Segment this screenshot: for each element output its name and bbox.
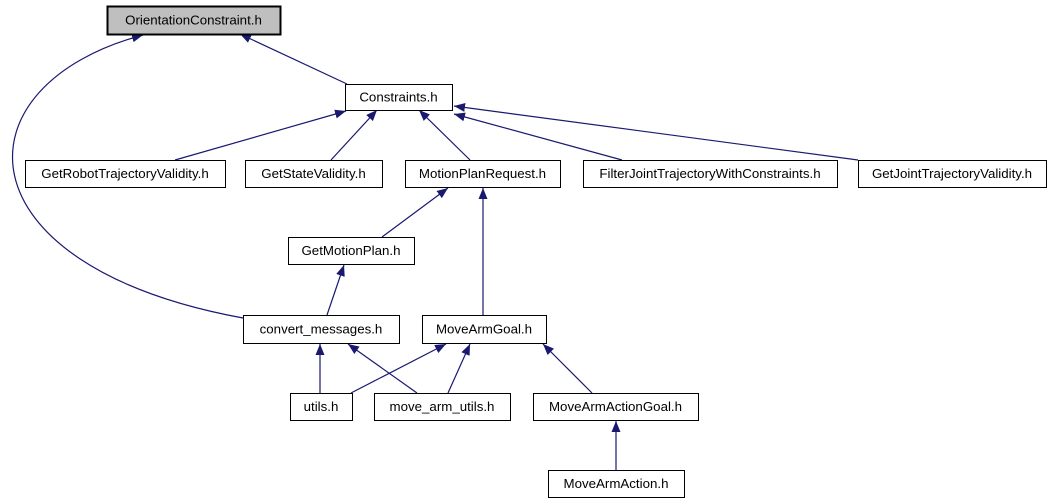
node-box[interactable]	[422, 315, 547, 344]
edge-move-arm-utils-h-to-movearmgoal-h	[447, 343, 471, 394]
node-label: MoveArmGoal.h	[436, 322, 532, 337]
node-box[interactable]	[533, 393, 699, 421]
node-movearmgoal-h[interactable]: MoveArmGoal.h	[422, 315, 547, 344]
node-convert-messages-h[interactable]: convert_messages.h	[243, 315, 400, 344]
edge-convert-messages-h-to-orientationconstraint-h	[12, 33, 244, 319]
node-label: FilterJointTrajectoryWithConstraints.h	[599, 166, 820, 181]
edge-constraints-h-to-orientationconstraint-h	[239, 33, 348, 85]
edge-convert-messages-h-to-getmotionplan-h	[326, 264, 345, 316]
node-label: GetJointTrajectoryValidity.h	[872, 166, 1032, 181]
node-label: utils.h	[304, 399, 339, 414]
node-getstatevalidity-h[interactable]: GetStateValidity.h	[245, 160, 383, 188]
edge-movearmactiongoal-h-to-movearmgoal-h	[542, 343, 593, 394]
node-move-arm-utils-h[interactable]: move_arm_utils.h	[374, 393, 511, 421]
edge-getrobottrajectoryvalidity-h-to-constraints-h	[174, 109, 347, 161]
node-label: MoveArmAction.h	[564, 476, 669, 491]
node-box[interactable]	[548, 470, 685, 498]
edge-filterjointtrajectorywithconstraints-h-to-constraints-h	[453, 112, 623, 161]
node-label: move_arm_utils.h	[390, 399, 495, 414]
node-box[interactable]	[288, 237, 415, 265]
node-box[interactable]	[345, 84, 453, 111]
node-constraints-h[interactable]: Constraints.h	[345, 84, 453, 111]
node-box[interactable]	[405, 160, 561, 188]
node-box[interactable]	[374, 393, 511, 421]
nodes-layer: OrientationConstraint.hConstraints.hGetR…	[25, 5, 1047, 498]
edge-getstatevalidity-h-to-constraints-h	[330, 109, 378, 161]
edge-move-arm-utils-h-to-convert-messages-h	[347, 343, 418, 394]
node-box[interactable]	[245, 160, 383, 188]
node-getmotionplan-h[interactable]: GetMotionPlan.h	[288, 237, 415, 265]
edge-getjointtrajectoryvalidity-h-to-constraints-h	[453, 102, 859, 161]
node-box	[106, 5, 282, 36]
edges-layer	[12, 33, 859, 470]
node-box[interactable]	[290, 393, 353, 421]
node-box[interactable]	[25, 160, 226, 188]
edge-motionplanrequest-h-to-constraints-h	[418, 109, 471, 161]
node-movearmactiongoal-h[interactable]: MoveArmActionGoal.h	[533, 393, 699, 421]
node-movearmaction-h[interactable]: MoveArmAction.h	[548, 470, 685, 498]
node-label: convert_messages.h	[260, 322, 383, 337]
node-box[interactable]	[583, 160, 838, 188]
edge-utils-h-to-movearmgoal-h	[350, 343, 447, 394]
node-orientationconstraint-h: OrientationConstraint.h	[106, 5, 282, 36]
node-label: Constraints.h	[359, 90, 437, 105]
node-label: OrientationConstraint.h	[125, 13, 262, 28]
node-label: GetRobotTrajectoryValidity.h	[41, 166, 209, 181]
node-box[interactable]	[243, 315, 400, 344]
node-label: MoveArmActionGoal.h	[549, 399, 682, 414]
node-box[interactable]	[858, 160, 1047, 188]
node-label: GetMotionPlan.h	[301, 243, 400, 258]
edge-getmotionplan-h-to-motionplanrequest-h	[381, 187, 449, 238]
node-label: MotionPlanRequest.h	[419, 166, 546, 181]
node-filterjointtrajectorywithconstraints-h[interactable]: FilterJointTrajectoryWithConstraints.h	[583, 160, 838, 188]
node-getjointtrajectoryvalidity-h[interactable]: GetJointTrajectoryValidity.h	[858, 160, 1047, 188]
node-utils-h[interactable]: utils.h	[290, 393, 353, 421]
node-getrobottrajectoryvalidity-h[interactable]: GetRobotTrajectoryValidity.h	[25, 160, 226, 188]
node-label: GetStateValidity.h	[261, 166, 365, 181]
node-motionplanrequest-h[interactable]: MotionPlanRequest.h	[405, 160, 561, 188]
